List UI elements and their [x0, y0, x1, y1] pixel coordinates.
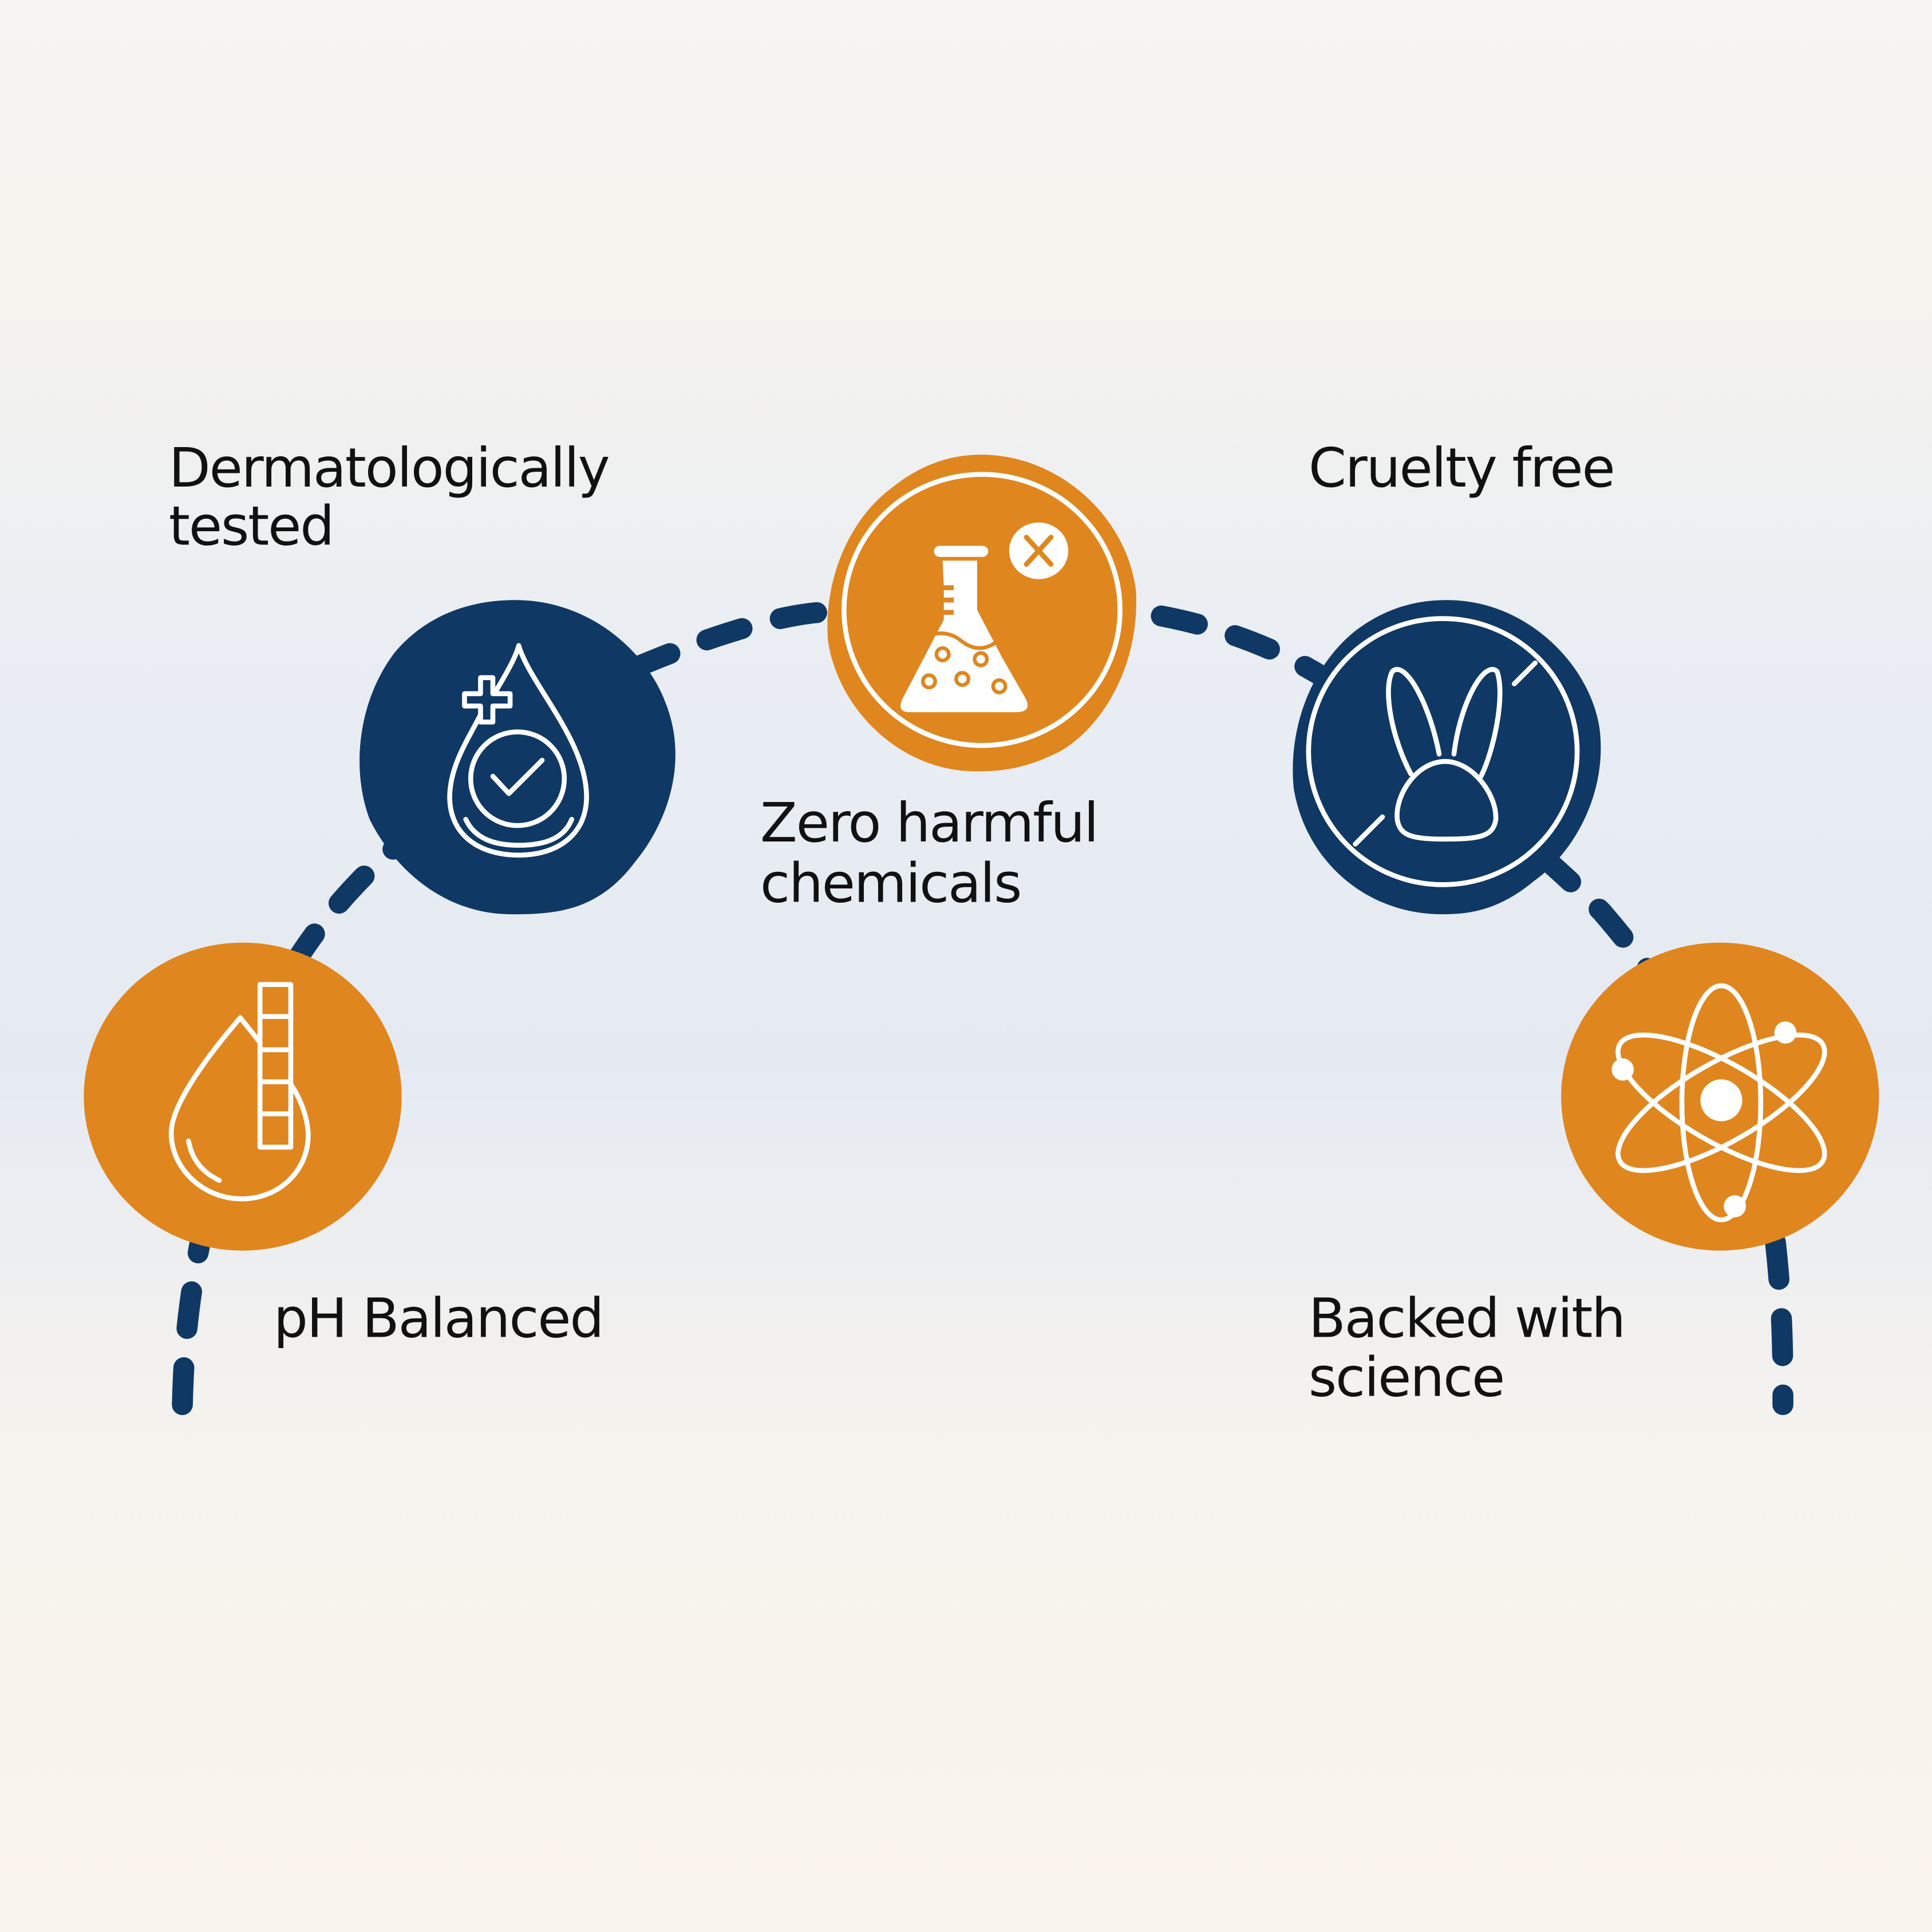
ph-drop-icon — [168, 982, 311, 1202]
feature-cruelty-free: Cruelty free — [1293, 437, 1615, 915]
label-zero-harmful: Zero harmful — [760, 792, 1097, 855]
drop-check-icon — [447, 643, 589, 858]
zero-inner-ring — [841, 472, 1123, 748]
flask-x-icon — [900, 522, 1069, 713]
atom-icon — [1611, 983, 1827, 1223]
label-ph-balanced: pH Balanced — [274, 1287, 603, 1350]
derm-circle — [359, 600, 675, 915]
feature-dermatologically-tested: Dermatologically tested — [169, 437, 675, 915]
rabbit-icon — [1353, 660, 1538, 847]
label-cruelty-free: Cruelty free — [1309, 437, 1614, 500]
label-tested: tested — [169, 495, 333, 558]
feature-ph-balanced: pH Balanced — [84, 942, 604, 1350]
cruelty-circle — [1293, 600, 1601, 915]
label-dermatologically: Dermatologically — [169, 437, 609, 500]
label-science: science — [1309, 1346, 1504, 1409]
zero-circle — [827, 455, 1136, 772]
feature-backed-with-science: Backed with science — [1309, 942, 1879, 1409]
cruelty-inner-ring — [1306, 616, 1580, 887]
ph-circle — [84, 942, 402, 1251]
feature-zero-harmful-chemicals: Zero harmful chemicals — [760, 455, 1136, 915]
label-chemicals: chemicals — [760, 852, 1021, 915]
label-backed-with: Backed with — [1309, 1287, 1625, 1350]
